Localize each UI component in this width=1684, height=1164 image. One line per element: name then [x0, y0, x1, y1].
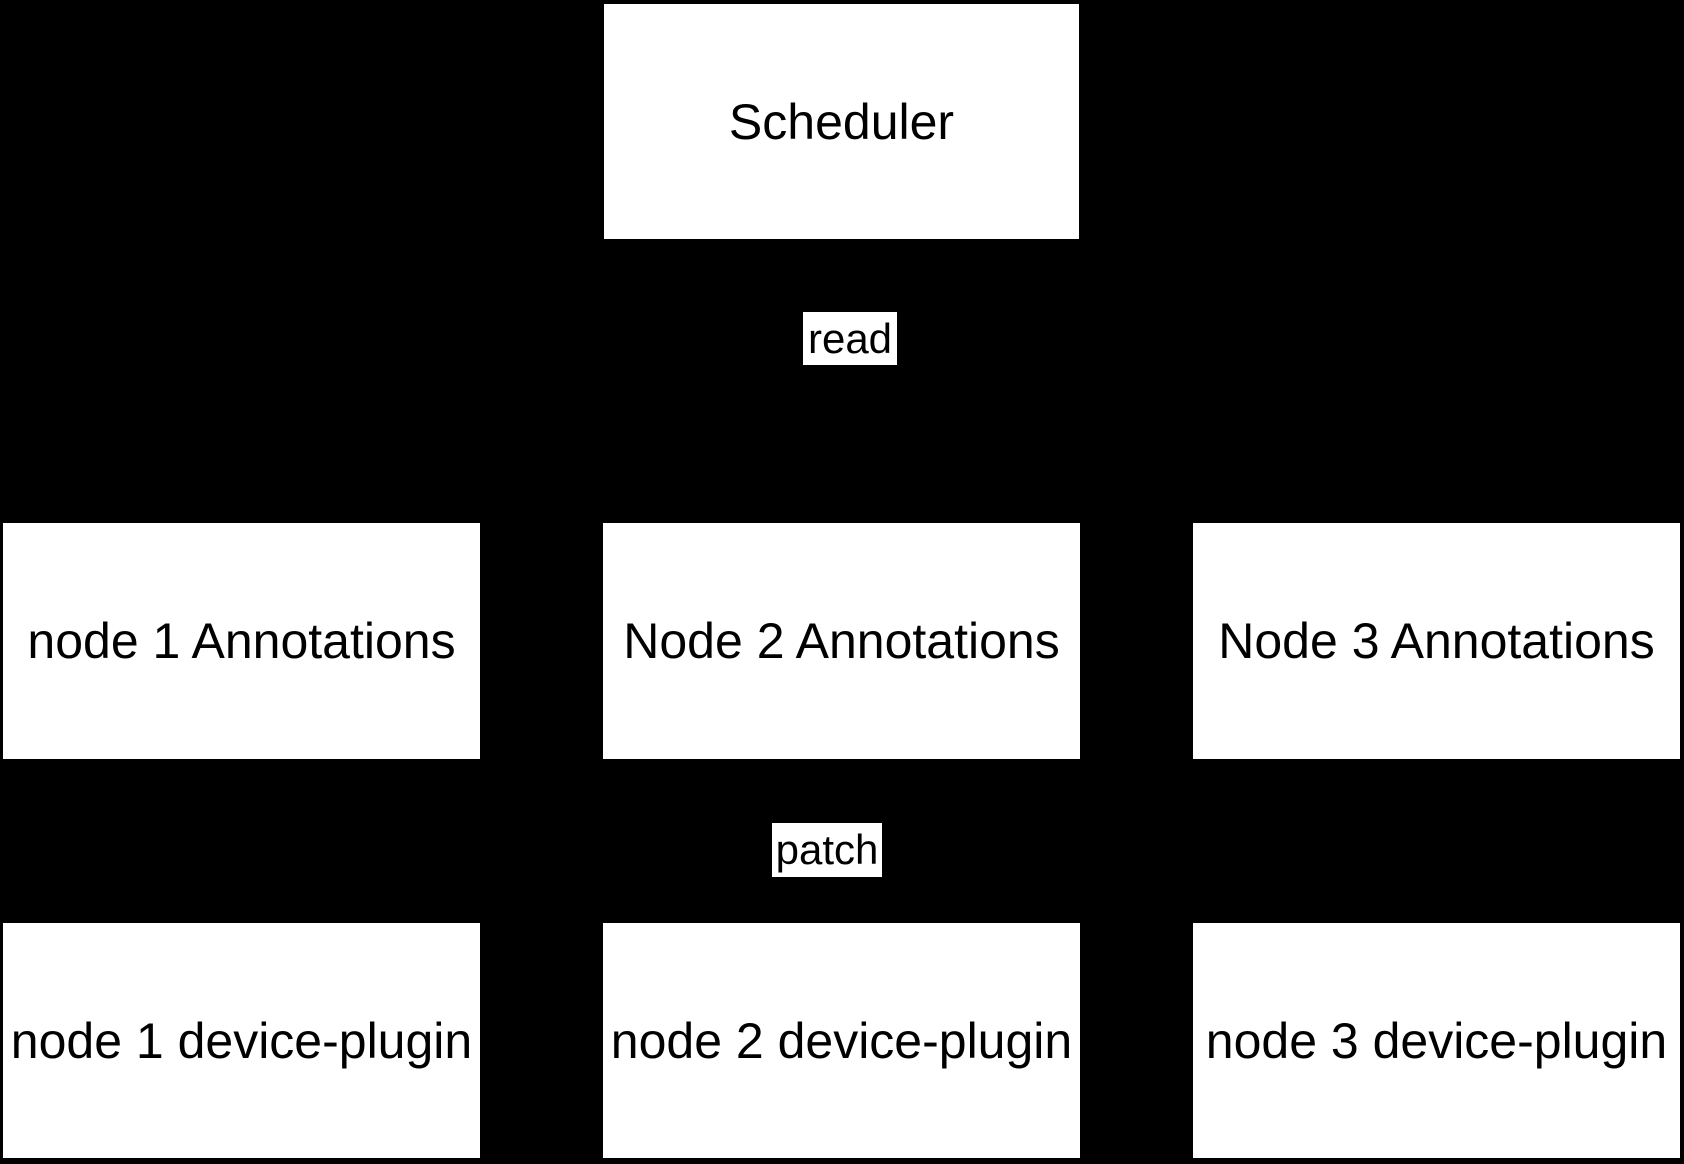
node-1-device-plugin-node: node 1 device-plugin [3, 923, 480, 1158]
node-2-annotations-label: Node 2 Annotations [623, 613, 1060, 669]
node-3-annotations-label: Node 3 Annotations [1218, 613, 1655, 669]
node-1-annotations-label: node 1 Annotations [27, 613, 456, 669]
node-2-device-plugin-label: node 2 device-plugin [610, 1012, 1073, 1069]
node-3-device-plugin-node: node 3 device-plugin [1193, 923, 1680, 1158]
scheduler-node-label: Scheduler [728, 93, 955, 150]
node-3-device-plugin-label: node 3 device-plugin [1205, 1012, 1668, 1069]
edge-label-patch: patch [772, 823, 882, 877]
node-2-device-plugin-node: node 2 device-plugin [603, 923, 1080, 1158]
node-2-annotations-node: Node 2 Annotations [603, 523, 1080, 759]
edge-label-read-text: read [807, 314, 893, 362]
node-1-device-plugin-label: node 1 device-plugin [10, 1012, 473, 1069]
scheduler-node: Scheduler [604, 4, 1079, 239]
edge-label-read: read [803, 312, 897, 365]
edge-label-patch-text: patch [775, 826, 879, 873]
node-3-annotations-node: Node 3 Annotations [1193, 523, 1680, 759]
node-1-annotations-node: node 1 Annotations [3, 523, 480, 759]
